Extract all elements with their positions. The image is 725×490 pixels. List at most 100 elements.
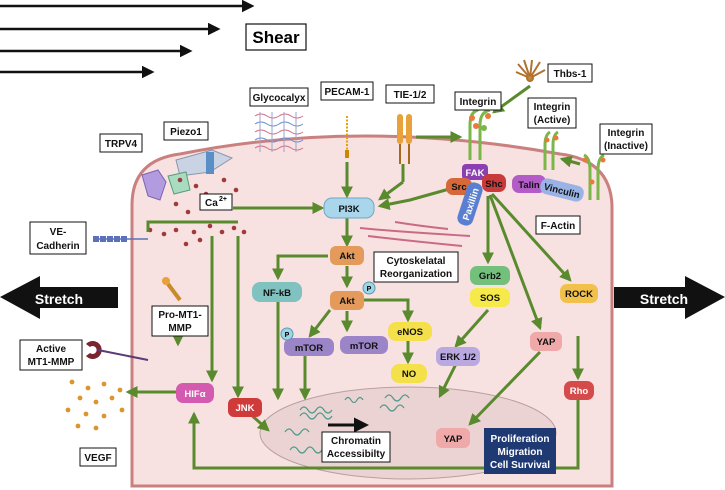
nfkb-node [252,282,302,302]
grb2-label: Grb2 [479,271,501,282]
akt-top-label: Akt [339,251,355,262]
thbs1-box [547,63,593,83]
cytoskeleton-fibers [359,221,471,247]
thbs1-icon [515,59,546,82]
integrin-active-box [527,97,577,129]
ve-cadherin-label-1: VE- [50,227,67,238]
pecam1-label: PECAM-1 [324,87,369,98]
chromatin-coils [284,394,410,454]
shc-node [482,174,506,192]
rock-label: ROCK [565,289,593,300]
glycocalyx-icon [254,112,304,152]
cytoskeletal-label-1: Cytoskelatal [387,256,446,267]
integrin-icon [468,105,491,160]
integrin-inactive-box [599,123,653,155]
phospho-marker-akt [362,281,376,295]
tie12-box [385,84,435,104]
src-node [446,178,472,195]
mtor-2-node [340,336,388,354]
active-mt1-mmp-icon [86,341,149,361]
outcome-label-3: Cell Survival [490,460,550,471]
mtor-1-label: mTOR [295,343,323,354]
integrin-inactive-label-1: Integrin [608,128,645,139]
cytoskeletal-label-2: Reorganization [380,269,452,280]
stretch-right-label: Stretch [640,291,688,307]
talin-label: Talin [518,180,540,191]
tie12-label: TIE-1/2 [394,90,427,101]
pathway-arrows [125,84,584,470]
enos-label: eNOS [397,327,423,338]
integrin-inactive-label-2: (Inactive) [604,141,648,152]
outcome-label-2: Migration [498,447,543,458]
chromatin-label-1: Chromatin [331,436,381,447]
phospho-marker-mtor [280,327,294,341]
glycocalyx-label: Glycocalyx [253,93,306,104]
cytoskeletal-box [373,251,459,283]
pro-mt1-mmp-label-2: MMP [168,323,192,334]
active-mt1-mmp-label-1: Active [36,344,66,355]
trpv4-label: TRPV4 [105,139,138,150]
no-node [391,364,427,383]
vegf-label: VEGF [84,453,111,464]
nfkb-label: NF-kB [263,288,291,299]
pecam1-box [320,81,374,101]
mtor-1-node [284,338,334,356]
piezo1-label: Piezo1 [170,127,202,138]
pro-mt1-mmp-box [151,305,209,337]
integrin-active-label-2: (Active) [534,115,571,126]
ca-box [199,193,233,211]
thbs1-label: Thbs-1 [554,69,587,80]
grb2-node [470,266,510,285]
trpv4-box [99,133,143,153]
stretch-right-arrow [614,276,725,319]
f-actin-label: F-Actin [541,221,575,232]
yap-nucleus-label: YAP [444,434,463,445]
trpv4-channel-icon [141,169,167,201]
hifa-label: HIFα [184,389,205,400]
phospho-label-akt: P [367,286,372,293]
integrin-active-label-1: Integrin [534,102,571,113]
erk-node [436,347,480,366]
jnk-node [228,398,262,417]
piezo1-channel-icon [167,149,234,195]
shear-label-box [245,23,307,51]
pro-mt1-mmp-icon [162,277,182,302]
outcome-box [484,428,556,474]
chromatin-box [321,431,391,463]
vegf-dots [65,379,125,431]
phospho-label-mtor: P [285,332,290,339]
stretch-left-label: Stretch [35,291,83,307]
akt-mid-label: Akt [339,296,355,307]
ca-label: Ca [205,198,218,209]
integrin-inactive-icon [582,153,606,200]
integrin-box [454,91,502,111]
erk-label: ERK 1/2 [440,352,476,363]
ca-superscript: 2+ [219,196,227,203]
talin-node [512,175,546,193]
pro-mt1-mmp-label-1: Pro-MT1- [158,310,201,321]
active-mt1-mmp-label-2: MT1-MMP [28,357,75,368]
outcome-label-1: Proliferation [491,434,550,445]
fak-node [462,164,488,180]
fak-label: FAK [466,168,485,179]
hifa-node [176,383,214,403]
src-label: Src [451,182,466,193]
akt-top-node [330,246,364,265]
stretch-left-arrow [0,276,118,319]
sos-node [470,288,510,307]
pi3k-node [323,197,375,219]
piezo1-box [163,121,209,141]
enos-node [388,322,432,341]
integrin-active-icon [543,130,559,170]
pecam1-icon [345,116,349,158]
pi3k-label: PI3K [338,204,359,215]
vegf-box [79,447,117,467]
tie12-icon [397,114,412,164]
ve-cadherin-label-2: Cadherin [36,241,79,252]
akt-mid-node [330,291,364,310]
calcium-dots [147,177,247,247]
shear-label: Shear [252,28,300,47]
ve-cadherin-box [29,221,87,255]
chromatin-label-2: Accessibilty [327,449,386,460]
